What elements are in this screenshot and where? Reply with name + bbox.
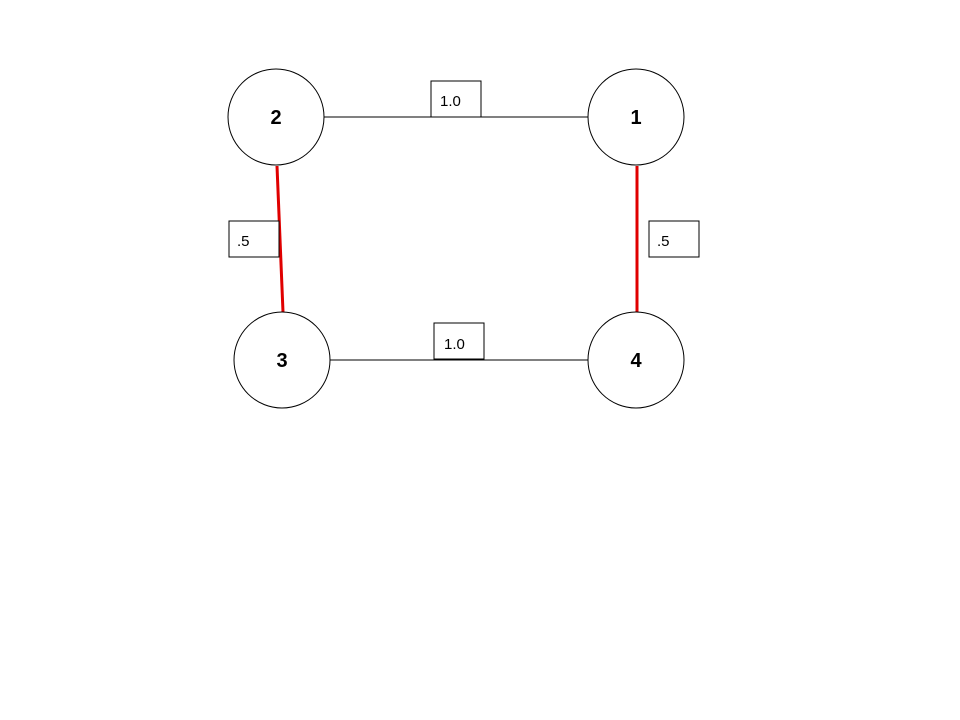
node-label-4: 4 — [630, 350, 642, 372]
weight-text-2-1: 1.0 — [440, 93, 461, 110]
weight-text-2-3: .5 — [237, 233, 250, 250]
node-1: 1 — [587, 68, 685, 166]
node-2: 2 — [227, 68, 325, 166]
weight-text-3-4: 1.0 — [444, 336, 465, 353]
edge-2-3 — [275, 165, 285, 313]
weight-label-3-4: 1.0 — [433, 322, 485, 360]
node-label-3: 3 — [276, 350, 287, 372]
node-label-2: 2 — [270, 107, 281, 129]
node-4: 4 — [587, 311, 685, 409]
weight-label-1-4: .5 — [648, 220, 700, 258]
weight-text-1-4: .5 — [657, 233, 670, 250]
weight-label-2-3: .5 — [228, 220, 280, 258]
node-label-1: 1 — [630, 107, 641, 129]
weight-label-2-1: 1.0 — [430, 80, 482, 118]
node-3: 3 — [233, 311, 331, 409]
